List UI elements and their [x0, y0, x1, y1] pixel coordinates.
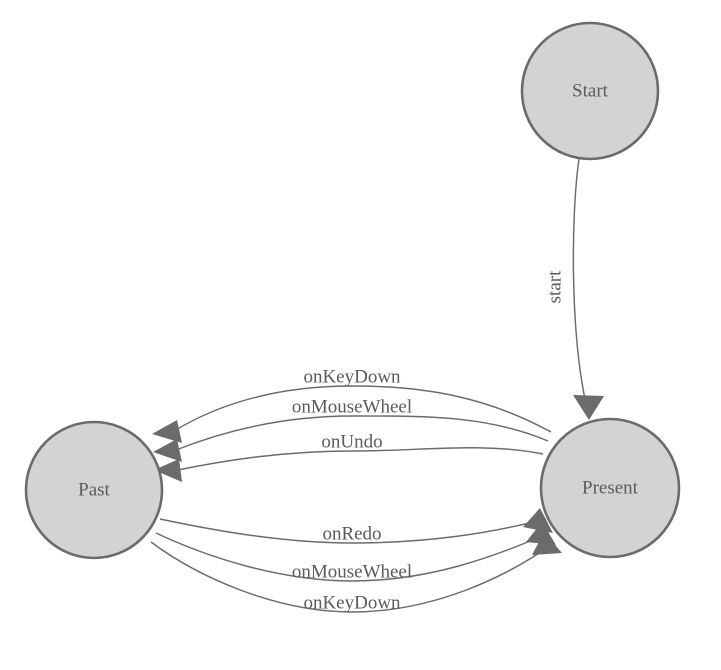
edge-present-to-past-onmousewheel[interactable]	[153, 415, 549, 462]
node-start-label: Start	[572, 80, 609, 101]
edge-label-past-to-present-onmousewheel: onMouseWheel	[292, 561, 412, 582]
edge-label-start: start	[544, 270, 565, 303]
node-past[interactable]: Past	[24, 420, 164, 560]
node-present[interactable]: Present	[539, 417, 681, 559]
edge-group	[150, 158, 604, 613]
edge-past-to-present-onkeydown[interactable]	[150, 532, 562, 613]
edge-present-to-past-onmousewheel-path	[175, 415, 549, 451]
edge-present-to-past-onundo-path	[177, 447, 544, 471]
edge-present-to-past-onundo[interactable]	[154, 447, 544, 482]
node-past-circle	[24, 420, 164, 560]
edge-present-to-past-onkeydown-path	[173, 385, 552, 433]
edge-label-past-to-present-onkeydown: onKeyDown	[303, 592, 401, 613]
edge-present-to-past-onkeydown[interactable]	[152, 385, 552, 443]
edge-past-to-present-onkeydown-arrowhead	[532, 532, 562, 555]
edge-past-to-present-onredo[interactable]	[159, 508, 553, 544]
edge-label-present-to-past-onkeydown: onKeyDown	[303, 366, 401, 387]
edge-start-to-present-path	[572, 158, 587, 405]
edge-label-present-to-past-onmousewheel: onMouseWheel	[292, 396, 412, 417]
edge-present-to-past-onkeydown-arrowhead	[152, 420, 182, 443]
edge-label-present-to-past-onundo: onUndo	[321, 431, 382, 452]
edge-start-to-present-arrowhead	[573, 395, 604, 420]
node-start[interactable]: Start	[520, 21, 660, 161]
edge-past-to-present-onredo-arrowhead	[523, 508, 553, 533]
edge-label-past-to-present-onredo: onRedo	[322, 523, 381, 544]
edge-present-to-past-onundo-arrowhead	[154, 459, 182, 482]
node-past-label: Past	[78, 479, 110, 500]
edge-past-to-present-onmousewheel-path	[155, 532, 550, 582]
edge-label-group: start onKeyDown onMouseWheel onUndo onRe…	[292, 270, 566, 613]
node-present-label: Present	[582, 477, 639, 498]
edge-past-to-present-onredo-path	[159, 518, 547, 544]
edge-start-to-present[interactable]	[572, 158, 604, 420]
edge-past-to-present-onkeydown-path	[150, 541, 555, 613]
node-present-circle	[539, 417, 681, 559]
node-group: Start Past Present	[24, 21, 681, 560]
node-start-circle	[520, 21, 660, 161]
edge-present-to-past-onmousewheel-arrowhead	[153, 439, 182, 462]
